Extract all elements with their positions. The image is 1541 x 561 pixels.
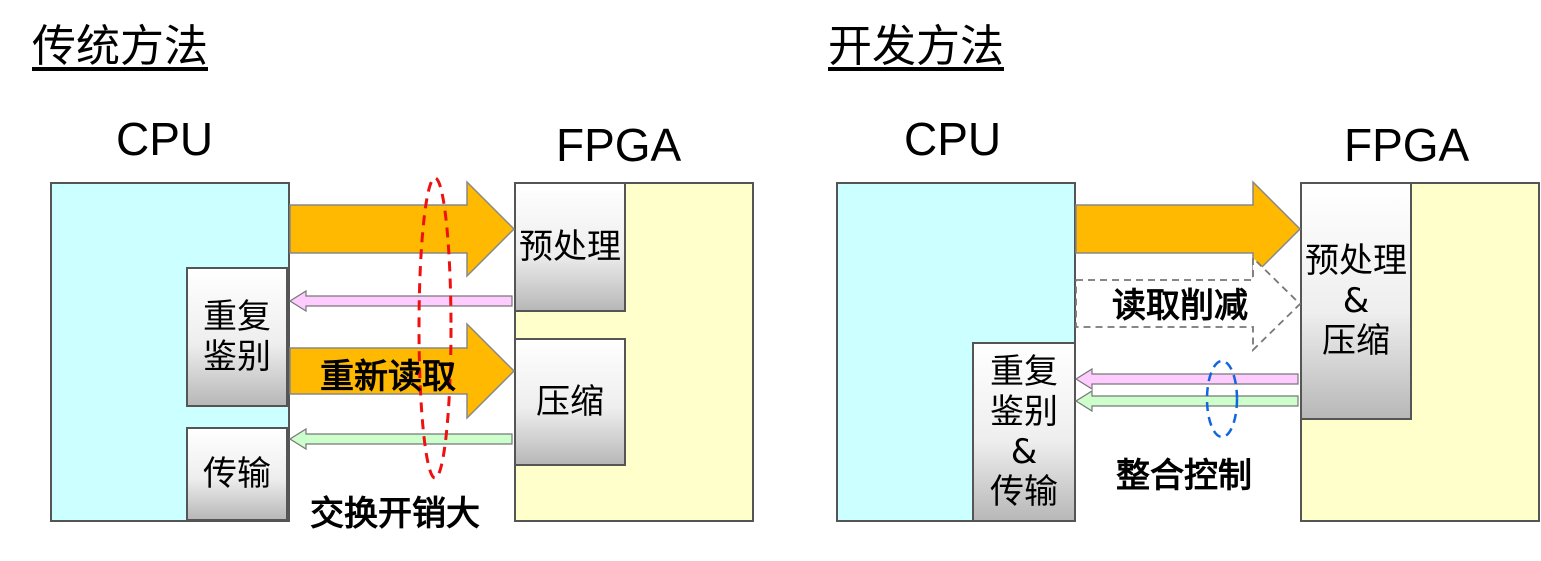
left-dedup-box: 重复 鉴别 [186,267,288,407]
left-title: 传统方法 [32,21,208,72]
right-reduced-read-arrow [1075,255,1302,353]
left-transfer-box: 传输 [186,427,288,521]
left-overhead-ellipse [417,176,453,480]
right-pink-arrow [1074,367,1299,391]
left-data-arrow-top [289,180,516,278]
right-green-arrow [1074,389,1299,413]
left-preprocess-box: 预处理 [514,182,626,312]
left-reread-arrow [289,322,516,420]
left-green-arrow [288,427,513,451]
left-compress-box: 压缩 [514,338,626,466]
right-control-ellipse [1205,359,1239,439]
left-reread-label: 重新读取 [320,357,456,397]
right-title: 开发方法 [828,21,1004,72]
right-data-arrow [1075,180,1302,278]
left-pink-arrow [288,289,513,313]
right-dedup-transfer-box: 重复 鉴别 & 传输 [972,342,1076,522]
left-fpga-label: FPGA [556,119,682,171]
right-integrated-control-label: 整合控制 [1116,456,1252,496]
right-cpu-label: CPU [904,113,1002,165]
right-preprocess-compress-box: 预处理 & 压缩 [1300,182,1412,420]
right-fpga-label: FPGA [1344,119,1470,171]
left-overhead-label: 交换开销大 [310,494,480,534]
right-read-reduction-label: 读取削减 [1112,286,1248,326]
left-cpu-label: CPU [116,113,214,165]
